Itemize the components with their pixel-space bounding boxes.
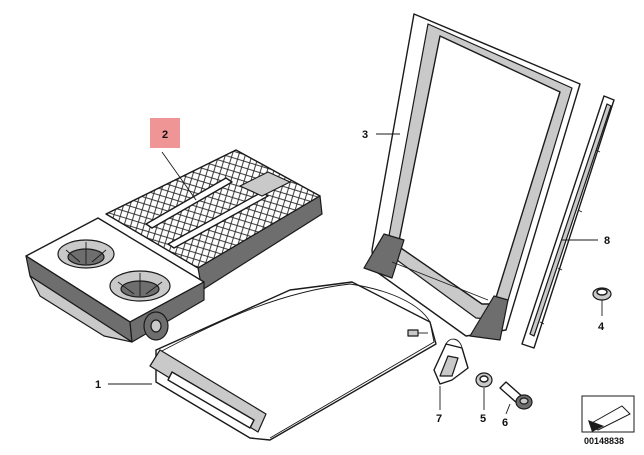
cup-holder-hole-right [109, 270, 171, 302]
svg-text:4: 4 [598, 321, 605, 333]
callout-5[interactable]: 5 [480, 413, 486, 425]
callout-8[interactable]: 8 [604, 235, 610, 247]
svg-text:5: 5 [480, 413, 486, 425]
svg-text:8: 8 [604, 235, 610, 247]
svg-text:1: 1 [95, 379, 101, 391]
part-2-cup-holder-tray[interactable] [25, 149, 323, 343]
callout-4[interactable]: 4 [598, 321, 605, 333]
diagram-number: 00148838 [584, 436, 624, 446]
callout-6[interactable]: 6 [502, 417, 508, 429]
callout-7[interactable]: 7 [436, 413, 442, 425]
part-5-cap[interactable] [475, 372, 493, 388]
svg-text:2: 2 [162, 129, 168, 141]
part-4-clip[interactable] [592, 287, 612, 301]
svg-text:7: 7 [436, 413, 442, 425]
callout-3[interactable]: 3 [362, 129, 368, 141]
svg-text:6: 6 [502, 417, 508, 429]
part-1-armrest-box[interactable] [149, 281, 437, 441]
arrow-icon [588, 405, 631, 432]
leader-lines [108, 133, 603, 415]
cup-holder-hole-left [57, 239, 115, 269]
callout-2[interactable]: 2 [150, 118, 180, 148]
callout-1[interactable]: 1 [95, 379, 101, 391]
reference-box: 00148838 [581, 395, 635, 446]
highlight-box [150, 118, 180, 148]
part-6-screw[interactable] [499, 381, 533, 410]
part-8-slide-rail[interactable] [521, 95, 615, 349]
svg-text:3: 3 [362, 129, 368, 141]
part-7-bracket[interactable] [433, 338, 469, 385]
part-3-armrest-lid[interactable] [363, 13, 581, 341]
